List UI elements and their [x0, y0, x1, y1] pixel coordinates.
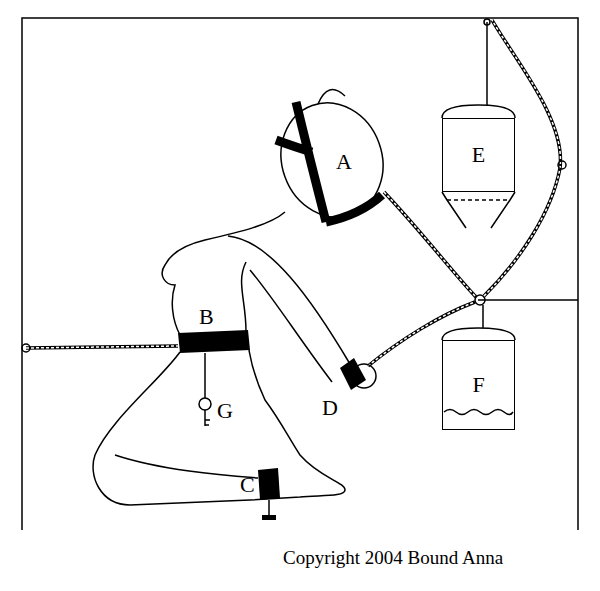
hanger-line — [486, 22, 488, 105]
rope — [368, 302, 475, 366]
ropes — [26, 20, 560, 366]
copyright-note: Copyright 2004 Bound Anna — [283, 548, 503, 569]
key — [205, 353, 210, 426]
part-letter: B — [199, 305, 214, 329]
rope — [26, 346, 178, 348]
container-cap — [442, 328, 515, 340]
calf-line — [115, 455, 258, 478]
rope — [484, 20, 560, 296]
floor-post — [268, 500, 270, 515]
container-cap — [442, 105, 515, 118]
torso-front — [162, 212, 285, 335]
waist-belt — [178, 330, 250, 353]
head-harness — [276, 102, 382, 222]
rope — [484, 20, 560, 296]
part-letter: D — [322, 396, 338, 420]
key-ring — [199, 398, 211, 410]
wall-ring — [22, 344, 30, 352]
part-letter: F — [472, 373, 484, 397]
rope — [384, 192, 476, 297]
floor-base — [262, 515, 276, 520]
pulley — [558, 161, 566, 169]
funnel — [442, 192, 515, 228]
hood-ear — [318, 90, 345, 104]
wrist-cuffs — [340, 358, 366, 390]
back-line — [242, 262, 246, 331]
hook — [484, 19, 490, 25]
part-letter: A — [336, 150, 352, 174]
part-letter: G — [217, 399, 233, 423]
shelf — [478, 299, 578, 301]
hanger-line — [482, 305, 484, 328]
arm-lower — [250, 270, 332, 382]
valve-line — [447, 199, 510, 201]
water-line — [444, 410, 513, 415]
figure — [93, 88, 399, 520]
head-hood — [265, 88, 399, 231]
part-letter: E — [472, 143, 485, 167]
ring — [475, 295, 485, 305]
frame — [22, 18, 578, 530]
rope — [368, 302, 475, 366]
ankle-cuff — [258, 468, 280, 500]
part-letter: C — [240, 473, 255, 497]
container-box: F — [442, 340, 515, 430]
rope — [384, 192, 476, 297]
container-box: E — [442, 118, 515, 192]
leg-outline — [93, 350, 345, 505]
rope — [26, 346, 178, 348]
